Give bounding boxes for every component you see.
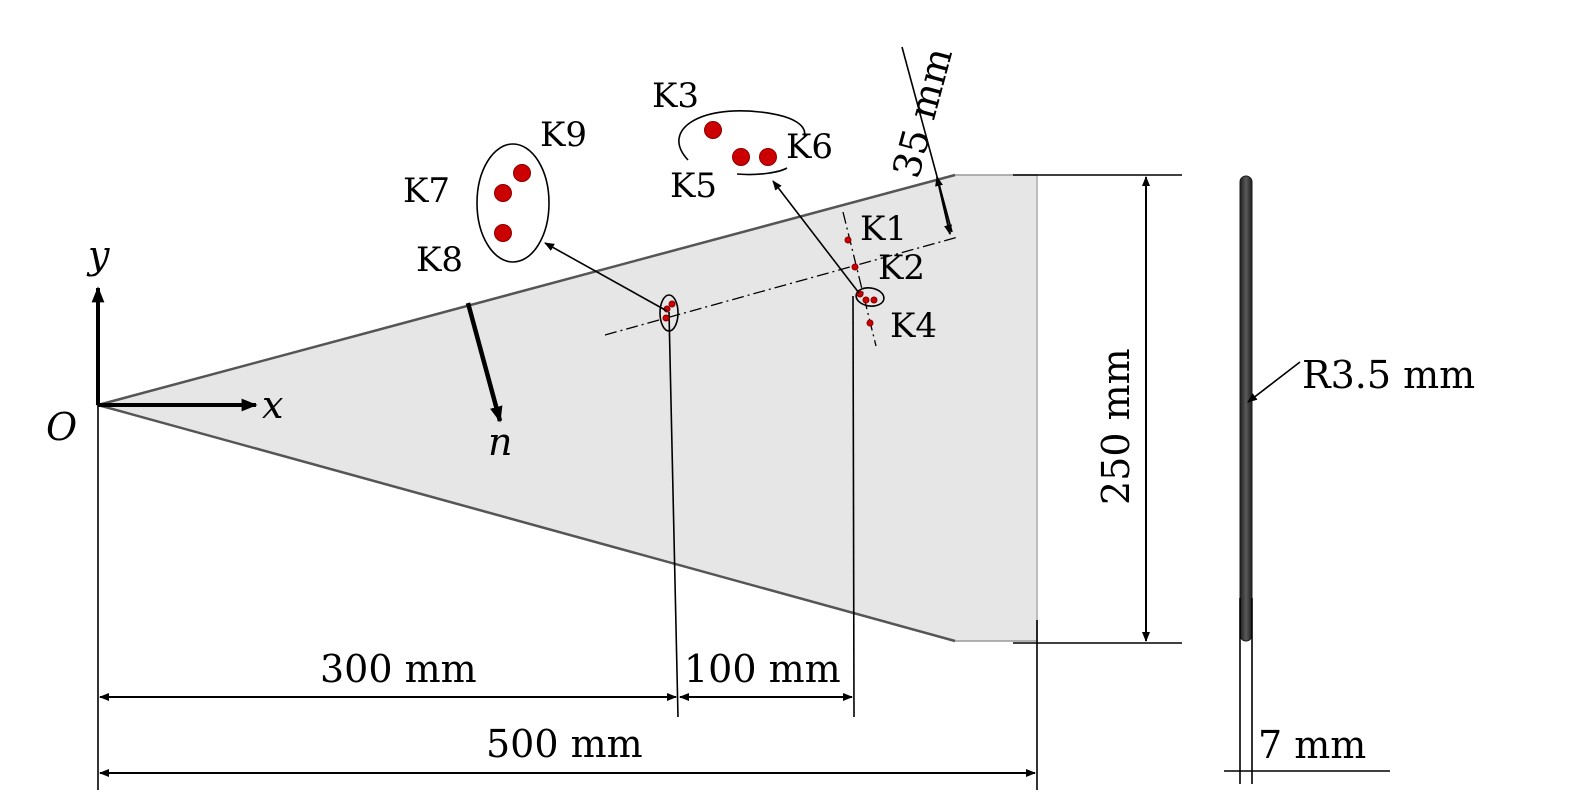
- magnified-cluster-left: [476, 143, 550, 263]
- point-label-k5: K5: [670, 166, 717, 206]
- dim-300-label: 300 mm: [320, 647, 477, 691]
- sensor-dot-k6-local: [870, 296, 878, 304]
- station-400-line: [852, 295, 855, 718]
- dim-35-arrow: [935, 176, 952, 235]
- dim-35-label: 35 mm: [884, 43, 961, 182]
- sensor-dot-k6: [759, 148, 777, 166]
- dim-500-label: 500 mm: [486, 722, 643, 766]
- sensor-dot-k4-local: [866, 319, 874, 327]
- callout-arrow-left: [544, 242, 668, 312]
- sensor-dot-k1-local: [844, 236, 852, 244]
- sensor-dot-k2-local: [851, 263, 859, 271]
- magnified-cluster-right-arc-top: [678, 110, 806, 161]
- point-label-k4: K4: [890, 306, 937, 346]
- point-label-k3: K3: [652, 76, 699, 116]
- point-label-k7: K7: [403, 171, 450, 211]
- sensor-dot-k3: [704, 121, 722, 139]
- x-axis-label: x: [262, 383, 283, 427]
- sensor-dot-k5-local: [862, 296, 870, 304]
- point-label-k9: K9: [540, 115, 587, 155]
- sensor-dot-k8: [494, 224, 512, 242]
- normal-vector: [465, 302, 503, 423]
- radius-label: R3.5 mm: [1302, 353, 1475, 397]
- sensor-dot-k5: [732, 148, 750, 166]
- cluster-400-ellipse: [855, 287, 885, 307]
- point-label-k1: K1: [860, 209, 907, 249]
- radius-leader: [1247, 361, 1301, 403]
- point-label-k6: K6: [786, 127, 833, 167]
- callout-arrow-right: [772, 180, 860, 294]
- dim-7-label: 7 mm: [1258, 723, 1366, 767]
- plate-leading-edge-lower: [97, 403, 956, 643]
- dim-250-label: 250 mm: [1094, 348, 1138, 505]
- plate-leading-edge-upper: [97, 173, 956, 407]
- sensor-dot-k7: [494, 184, 512, 202]
- station-300-line: [668, 311, 679, 718]
- point-label-k8: K8: [416, 240, 463, 280]
- cluster-300-ellipse: [659, 294, 679, 332]
- origin-label: O: [46, 405, 77, 449]
- normal-label: n: [488, 420, 512, 464]
- plate-side-view-rod: [1239, 175, 1253, 642]
- y-axis-label: y: [86, 233, 110, 277]
- magnified-cluster-right-arc-bottom: [736, 167, 788, 176]
- sensor-dot-k9-local: [668, 300, 676, 308]
- sensor-dot-k9: [513, 164, 531, 182]
- sensor-dot-k8-local: [662, 314, 670, 322]
- dim-100-label: 100 mm: [684, 647, 841, 691]
- point-label-k2: K2: [878, 248, 925, 288]
